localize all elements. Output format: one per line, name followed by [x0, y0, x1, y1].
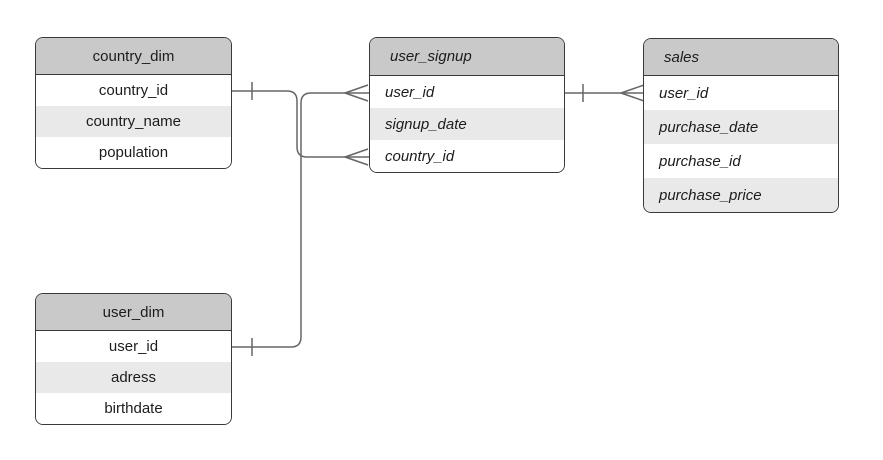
entity-table-country_dim[interactable]: country_dim country_id country_name popu…: [35, 37, 232, 169]
field-label: country_id: [98, 82, 169, 99]
relationship-user_signup-sales[interactable]: [565, 84, 645, 102]
table-header[interactable]: user_signup: [370, 38, 564, 76]
relationship-user_dim-user_signup[interactable]: [232, 84, 369, 356]
field-label: birthdate: [104, 400, 163, 417]
crow-foot-many-icon: [344, 84, 369, 102]
field-label: purchase_price: [659, 186, 762, 204]
entity-table-user_dim[interactable]: user_dim user_id adress birthdate: [35, 293, 232, 425]
table-title: sales: [664, 48, 700, 66]
table-header[interactable]: country_dim: [36, 38, 231, 75]
crow-foot-many-icon: [620, 84, 645, 102]
table-field-row[interactable]: purchase_price: [644, 178, 838, 212]
field-label: country_name: [85, 113, 182, 130]
field-label: country_id: [385, 147, 455, 165]
table-field-row[interactable]: signup_date: [370, 108, 564, 140]
table-field-row[interactable]: country_id: [36, 75, 231, 106]
table-header[interactable]: user_dim: [36, 294, 231, 331]
table-field-row[interactable]: user_id: [370, 76, 564, 108]
table-field-row[interactable]: purchase_id: [644, 144, 838, 178]
connector-line[interactable]: [232, 92, 369, 348]
relationship-country_dim-user_signup[interactable]: [232, 82, 369, 166]
field-label: population: [98, 144, 169, 161]
table-field-row[interactable]: birthdate: [36, 393, 231, 424]
field-label: user_id: [108, 338, 159, 355]
field-label: user_id: [385, 83, 435, 101]
table-title: country_dim: [92, 47, 175, 65]
field-label: purchase_id: [659, 152, 741, 170]
table-field-row[interactable]: user_id: [36, 331, 231, 362]
entity-table-sales[interactable]: sales user_id purchase_date purchase_id …: [643, 38, 839, 213]
table-title: user_signup: [390, 48, 472, 65]
table-header[interactable]: sales: [644, 39, 838, 76]
field-label: user_id: [659, 84, 709, 102]
table-field-row[interactable]: purchase_date: [644, 110, 838, 144]
table-field-row[interactable]: country_name: [36, 106, 231, 137]
table-field-row[interactable]: population: [36, 137, 231, 168]
entity-table-user_signup[interactable]: user_signup user_id signup_date country_…: [369, 37, 565, 173]
table-title: user_dim: [102, 303, 165, 321]
connector-line[interactable]: [232, 90, 369, 158]
table-field-row[interactable]: adress: [36, 362, 231, 393]
field-label: signup_date: [385, 115, 467, 133]
crow-foot-many-icon: [344, 148, 369, 166]
field-label: purchase_date: [659, 118, 759, 136]
table-field-row[interactable]: country_id: [370, 140, 564, 172]
table-field-row[interactable]: user_id: [644, 76, 838, 110]
field-label: adress: [110, 369, 157, 386]
